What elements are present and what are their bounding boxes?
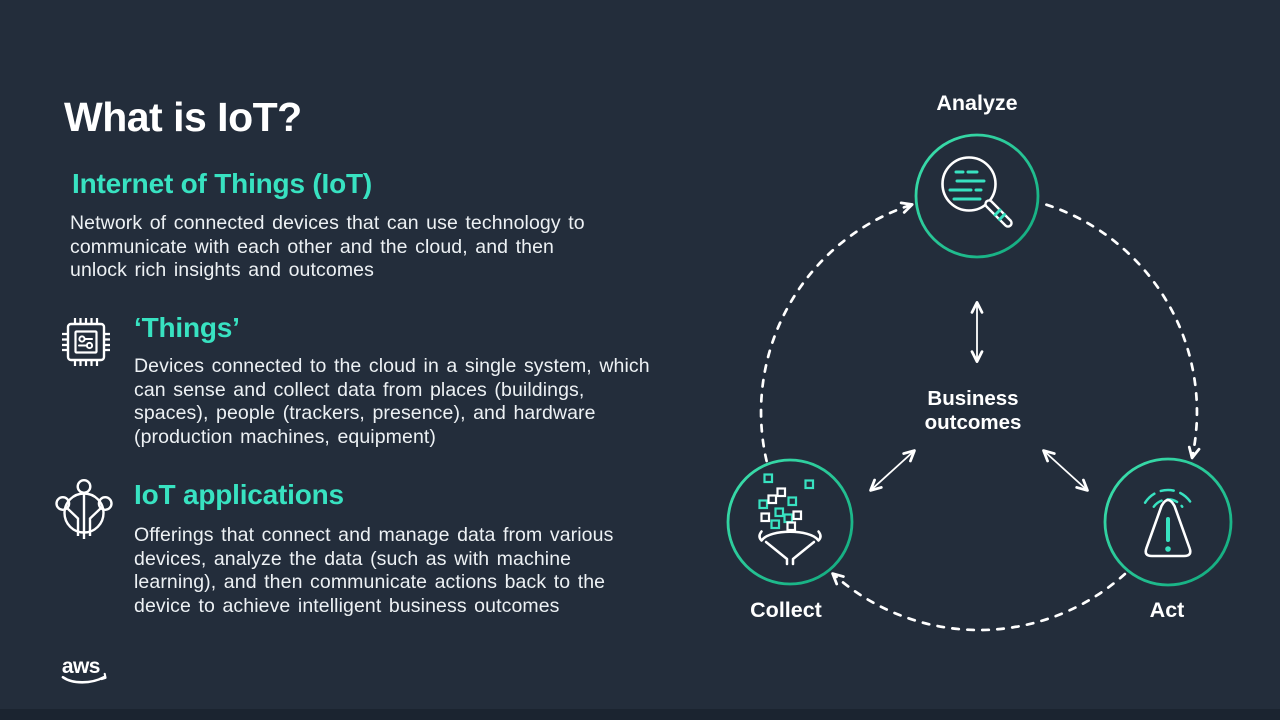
applications-body: Offerings that connect and manage data f…: [134, 524, 613, 618]
things-heading: ‘Things’: [134, 312, 240, 343]
analyze-node-circle: [914, 133, 1040, 259]
arrow-to-collect: [869, 449, 916, 492]
arc-act-to-collect: [831, 572, 1127, 632]
body-line: spaces), people (trackers, presence), an…: [134, 402, 596, 424]
body-line: Devices connected to the cloud in a sing…: [134, 355, 650, 377]
applications-heading: IoT applications: [134, 479, 344, 510]
iot-cycle-diagram: Analyze Collect Act Business outcomes: [660, 48, 1280, 692]
body-line: Offerings that connect and manage data f…: [134, 524, 614, 546]
aws-smile-logo: aws: [58, 652, 114, 694]
body-line: communicate with each other and the clou…: [70, 235, 554, 258]
magnifying-glass-icon: [941, 156, 1013, 228]
body-line: Network of connected devices that can us…: [70, 212, 585, 234]
arc-collect-to-analyze: [759, 201, 914, 463]
node-circles: [726, 133, 1233, 587]
node-label-collect: Collect: [750, 598, 822, 622]
body-line: (production machines, equipment): [134, 425, 437, 448]
aws-logo-text: aws: [62, 655, 100, 678]
bottom-edge-strip: [0, 709, 1280, 720]
chip-icon: [58, 314, 114, 370]
iot-network-icon: [54, 477, 114, 547]
node-label-analyze: Analyze: [936, 91, 1017, 115]
body-line: device to achieve intelligent business o…: [134, 594, 560, 617]
definition-heading: Internet of Things (IoT): [72, 168, 373, 199]
arrow-to-act: [1042, 449, 1089, 492]
body-line: learning), and then communicate actions …: [134, 571, 606, 593]
definition-body: Network of connected devices that can us…: [70, 212, 585, 283]
cycle-dashed-arcs: [759, 201, 1201, 632]
funnel-data-icon: [758, 473, 822, 566]
node-label-act: Act: [1150, 598, 1185, 622]
page-title: What is IoT?: [64, 94, 302, 140]
body-line: unlock rich insights and outcomes: [70, 259, 374, 281]
center-label-line2: outcomes: [925, 411, 1022, 434]
body-line: devices, analyze the data (such as with …: [134, 547, 572, 570]
things-body: Devices connected to the cloud in a sing…: [134, 355, 650, 449]
center-arrows: [869, 301, 1089, 492]
body-line: can sense and collect data from places (…: [134, 378, 585, 401]
arc-analyze-to-act: [1045, 203, 1201, 460]
alert-signal-icon: [1143, 488, 1193, 558]
center-label-line1: Business: [927, 387, 1018, 410]
